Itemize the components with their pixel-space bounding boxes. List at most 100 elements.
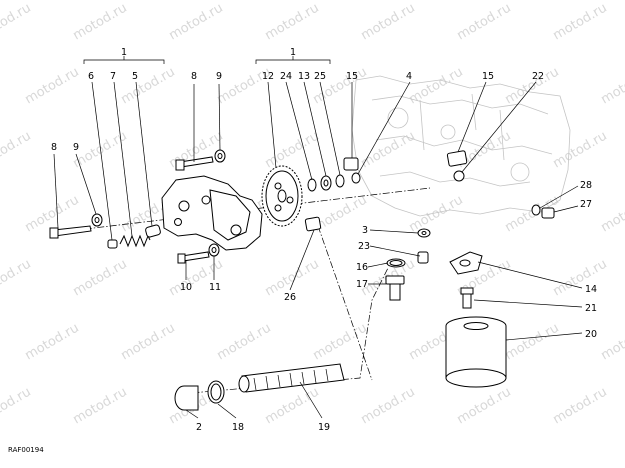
- watermark-text: motod.ru: [599, 65, 625, 108]
- washer-28: [531, 204, 541, 216]
- watermark-text: motod.ru: [551, 1, 610, 44]
- bolt-10: [177, 251, 210, 264]
- watermark-text: motod.ru: [0, 385, 34, 428]
- circlip-24: [307, 178, 317, 192]
- watermark-text: motod.ru: [119, 65, 178, 108]
- group-label-1-left: 1: [121, 47, 127, 58]
- watermark-text: motod.ru: [0, 129, 34, 172]
- watermark-text: motod.ru: [167, 257, 226, 300]
- watermark-text: motod.ru: [455, 1, 514, 44]
- callout-15-right: 15: [482, 71, 494, 82]
- washer-9-left: [91, 213, 103, 227]
- group-label-1-right: 1: [290, 47, 296, 58]
- callout-9-left: 9: [73, 142, 79, 153]
- pickup-flange-14: [449, 251, 483, 275]
- callout-8-top: 8: [191, 71, 197, 82]
- watermark-text: motod.ru: [0, 1, 34, 44]
- callout-23: 23: [358, 241, 370, 252]
- callout-4: 4: [406, 71, 412, 82]
- callout-10: 10: [180, 282, 192, 293]
- washer-3: [417, 228, 431, 238]
- bush-15-right: [446, 150, 468, 167]
- relief-plunger: [145, 224, 161, 238]
- watermark-text: motod.ru: [551, 257, 610, 300]
- watermark-text: motod.ru: [455, 385, 514, 428]
- group-bracket-right: [255, 56, 331, 64]
- callout-labels: 1 1 6 7 5 8 9 8 9 12 24 13 25 15 4 15 22…: [8, 47, 597, 454]
- watermark-text: motod.ru: [23, 321, 82, 364]
- plug-27: [541, 207, 555, 219]
- washer-25: [335, 174, 345, 188]
- filter-fitting-21: [460, 287, 474, 309]
- watermark-text: motod.ru: [71, 257, 130, 300]
- spacer-13: [320, 175, 332, 191]
- watermark-text: motod.ru: [0, 257, 34, 300]
- washer-11: [208, 243, 220, 257]
- strainer-19: [238, 363, 345, 393]
- watermark-text: motod.ru: [215, 321, 274, 364]
- callout-25: 25: [314, 71, 326, 82]
- filter-screen-17: [385, 275, 405, 301]
- bolt-8-left: [49, 225, 92, 239]
- callout-20: 20: [585, 329, 597, 340]
- callout-12: 12: [262, 71, 274, 82]
- oil-filter-20: [445, 316, 507, 388]
- callout-24: 24: [280, 71, 292, 82]
- watermark-text: motod.ru: [263, 129, 322, 172]
- callout-11: 11: [209, 282, 221, 293]
- watermark-text: motod.ru: [599, 193, 625, 236]
- watermark-text: motod.ru: [551, 385, 610, 428]
- watermark-text: motod.ru: [359, 385, 418, 428]
- oring-22: [453, 170, 465, 182]
- engine-casing-outline: [351, 75, 571, 217]
- watermark-text: motod.ru: [119, 321, 178, 364]
- callout-22: 22: [532, 71, 544, 82]
- watermark-text: motod.ru: [551, 129, 610, 172]
- callout-15-left: 15: [346, 71, 358, 82]
- callout-6: 6: [88, 71, 94, 82]
- callout-3: 3: [362, 225, 368, 236]
- oring-16: [386, 258, 406, 268]
- bush-26: [304, 216, 322, 232]
- watermark-text: motod.ru: [71, 385, 130, 428]
- oil-pump-body: [161, 175, 263, 251]
- drawing-code: RAF00194: [8, 446, 44, 454]
- plug-23: [417, 251, 429, 264]
- bolt-8-top: [175, 156, 214, 171]
- callout-21: 21: [585, 303, 597, 314]
- callout-5: 5: [132, 71, 138, 82]
- bush-15-left: [343, 157, 359, 171]
- oring-4: [351, 172, 361, 184]
- watermark-text: motod.ru: [71, 1, 130, 44]
- callout-14: 14: [585, 284, 597, 295]
- callout-28: 28: [580, 180, 592, 191]
- watermark-text: motod.ru: [359, 1, 418, 44]
- callout-17: 17: [356, 279, 368, 290]
- strainer-cap-2: [174, 385, 199, 411]
- callout-2: 2: [196, 422, 202, 433]
- callout-19: 19: [318, 422, 330, 433]
- callout-27: 27: [580, 199, 592, 210]
- pump-drive-gear: [261, 165, 303, 227]
- washer-9-top: [214, 149, 226, 163]
- callout-7: 7: [110, 71, 116, 82]
- watermark-text: motod.ru: [263, 385, 322, 428]
- watermark-text: motod.ru: [359, 129, 418, 172]
- oring-18: [207, 380, 225, 404]
- relief-spring: [119, 234, 151, 248]
- watermark-text: motod.ru: [599, 321, 625, 364]
- small-plug-6: [107, 239, 118, 249]
- callout-13: 13: [298, 71, 310, 82]
- watermark-text: motod.ru: [23, 65, 82, 108]
- watermark-text: motod.ru: [503, 321, 562, 364]
- watermark-text: motod.ru: [311, 321, 370, 364]
- watermark-layer: motod.ru motod.ru motod.ru motod.ru motod.ru…: [0, 1, 625, 428]
- callout-8-left: 8: [51, 142, 57, 153]
- callout-9-top: 9: [216, 71, 222, 82]
- callout-26: 26: [284, 292, 296, 303]
- watermark-text: motod.ru: [407, 193, 466, 236]
- callout-16: 16: [356, 262, 368, 273]
- watermark-text: motod.ru: [167, 1, 226, 44]
- watermark-text: motod.ru: [455, 129, 514, 172]
